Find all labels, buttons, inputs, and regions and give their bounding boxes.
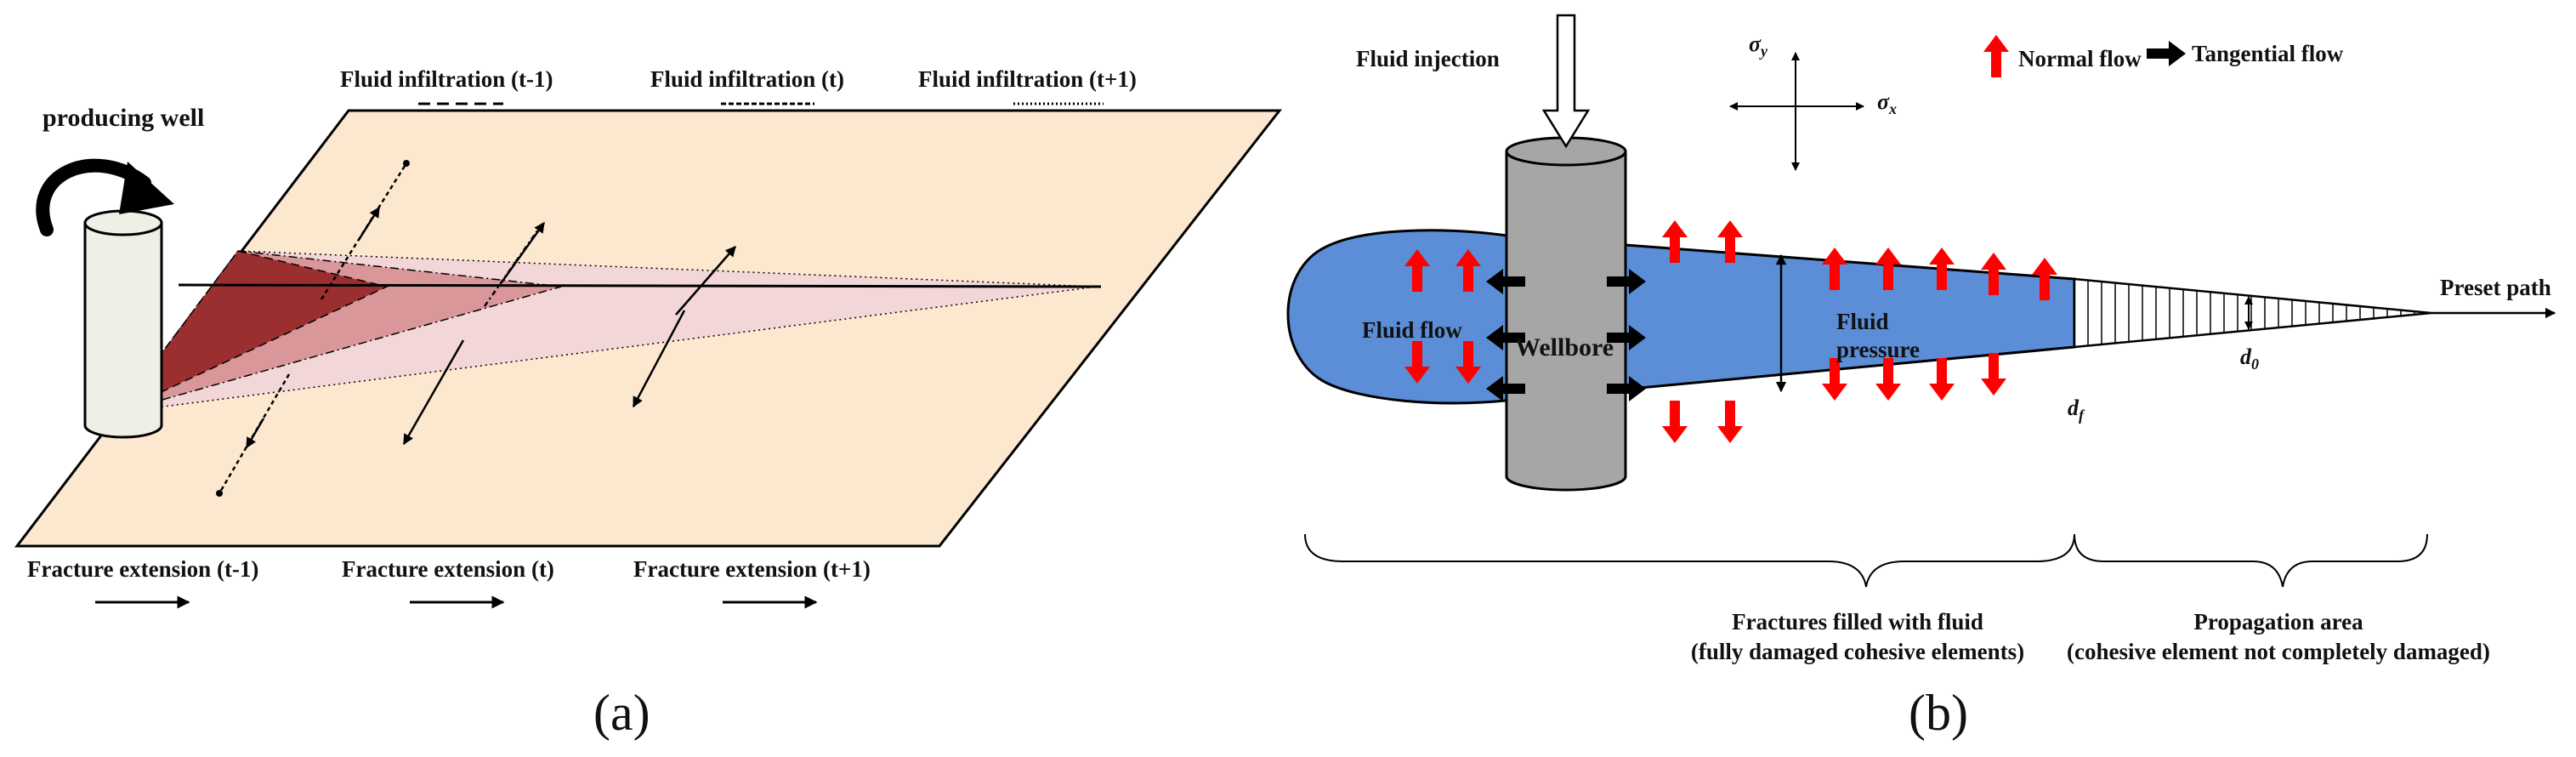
d0-label: d0 <box>2240 344 2259 373</box>
fluid-flow-label: Fluid flow <box>1362 317 1462 343</box>
legend-label-extension-t: Fracture extension (t) <box>342 556 554 582</box>
legend-label-extension-t-plus-1: Fracture extension (t+1) <box>633 556 871 582</box>
sigma-x-label: σx <box>1877 89 1897 117</box>
caption-b: (b) <box>1909 685 1968 741</box>
bracket-right-line2: (cohesive element not completely damaged… <box>2067 639 2490 664</box>
propagation-area <box>2073 277 2432 349</box>
normal-flow-label: Normal flow <box>2018 46 2142 71</box>
producing-well <box>83 209 163 439</box>
bracket-left-line2: (fully damaged cohesive elements) <box>1691 639 2024 664</box>
fracture-t-minus-1 <box>116 250 389 413</box>
legend-label-infiltration-t-plus-1: Fluid infiltration (t+1) <box>918 66 1137 92</box>
wellbore <box>1505 136 1627 492</box>
legend-label-extension-t-1: Fracture extension (t-1) <box>27 556 258 582</box>
fluid-injection-label: Fluid injection <box>1356 46 1500 71</box>
fluid-pressure-label-line2: pressure <box>1836 337 1920 362</box>
infiltration-legend: Fluid infiltration (t-1) Fluid infiltrat… <box>340 66 1137 105</box>
fracture-axis <box>178 283 1102 288</box>
fluid-filled-fracture <box>1286 229 2076 405</box>
extension-legend: Fracture extension (t-1) Fracture extens… <box>27 556 871 609</box>
bracket-left-line1: Fractures filled with fluid <box>1732 609 1983 635</box>
fluid-pressure-label-line1: Fluid <box>1836 309 1889 334</box>
sigma-y-label: σy <box>1749 31 1768 60</box>
rotation-arrow-icon <box>36 158 151 236</box>
tangential-flow-label: Tangential flow <box>2192 41 2344 66</box>
legend-label-infiltration-t-1: Fluid infiltration (t-1) <box>340 66 553 92</box>
tangential-flow-legend-icon <box>2147 41 2186 66</box>
producing-well-label: producing well <box>43 104 204 132</box>
panel-a: producing well Fluid infiltration (t-1) … <box>14 66 1283 741</box>
legend-label-infiltration-t: Fluid infiltration (t) <box>650 66 844 92</box>
df-label: df <box>2068 396 2085 424</box>
brace-fluid-filled <box>1304 533 2075 588</box>
infiltration-arrows <box>216 160 736 497</box>
fluid-injection-arrow-icon <box>1541 14 1591 149</box>
stress-axes <box>1729 52 1864 171</box>
bracket-right-line1: Propagation area <box>2193 609 2363 635</box>
brace-propagation <box>2074 533 2428 588</box>
normal-flow-legend-icon <box>1983 35 2009 77</box>
wellbore-label: Wellbore <box>1515 333 1614 361</box>
panel-b: Preset path df d0 Fluid injection σy σx … <box>1286 14 2556 741</box>
caption-a: (a) <box>593 685 650 741</box>
preset-path-label: Preset path <box>2440 275 2551 300</box>
